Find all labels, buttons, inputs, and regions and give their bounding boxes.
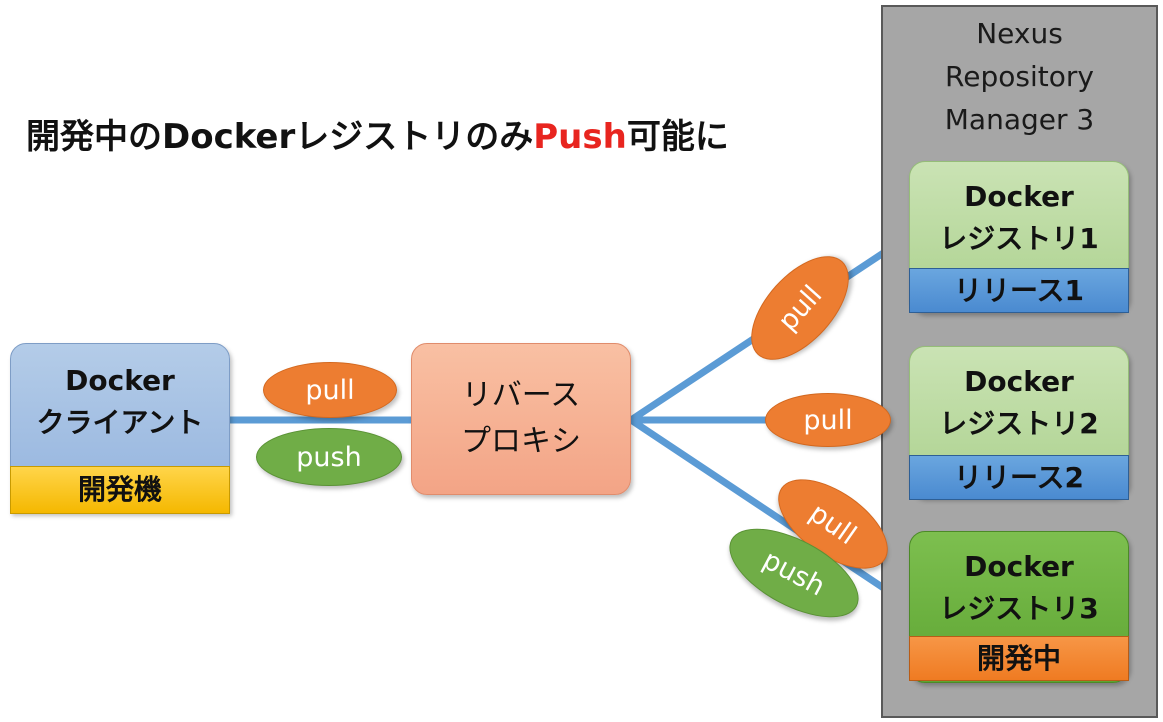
reverse-proxy-box: リバース プロキシ — [411, 343, 631, 495]
registry-3-line1: Docker — [964, 550, 1074, 583]
registry-2-line1: Docker — [964, 365, 1074, 398]
title-accent: Push — [533, 117, 627, 157]
registry-1-footer: リリース1 — [909, 268, 1129, 313]
registry-2-footer: リリース2 — [909, 455, 1129, 500]
client-line1: Docker — [65, 364, 175, 397]
push-label-client: push — [256, 428, 402, 486]
proxy-line2: プロキシ — [461, 424, 581, 459]
diagram-title: 開発中のDockerレジストリのみPush可能に — [26, 112, 729, 162]
title-suffix: 可能に — [626, 117, 729, 157]
title-main: 開発中のDockerレジストリのみ — [26, 117, 534, 157]
pull-label-client: pull — [263, 362, 397, 418]
nexus-title-line2: Repository — [945, 60, 1094, 93]
connector-proxy-registry-3 — [627, 416, 913, 609]
pull-label-registry-2: pull — [765, 393, 891, 447]
registry-1-line1: Docker — [964, 180, 1074, 213]
registry-2-line2: レジストリ2 — [939, 407, 1099, 440]
nexus-title-line3: Manager 3 — [944, 103, 1095, 136]
registry-1-line2: レジストリ1 — [939, 222, 1099, 255]
nexus-title: Nexus Repository Manager 3 — [881, 12, 1158, 141]
registry-3-line2: レジストリ3 — [939, 592, 1099, 625]
nexus-title-line1: Nexus — [976, 17, 1063, 50]
client-line2: クライアント — [36, 406, 204, 439]
registry-3-footer: 開発中 — [909, 636, 1129, 681]
proxy-line1: リバース — [461, 378, 581, 413]
client-footer-dev-machine: 開発機 — [10, 466, 230, 514]
